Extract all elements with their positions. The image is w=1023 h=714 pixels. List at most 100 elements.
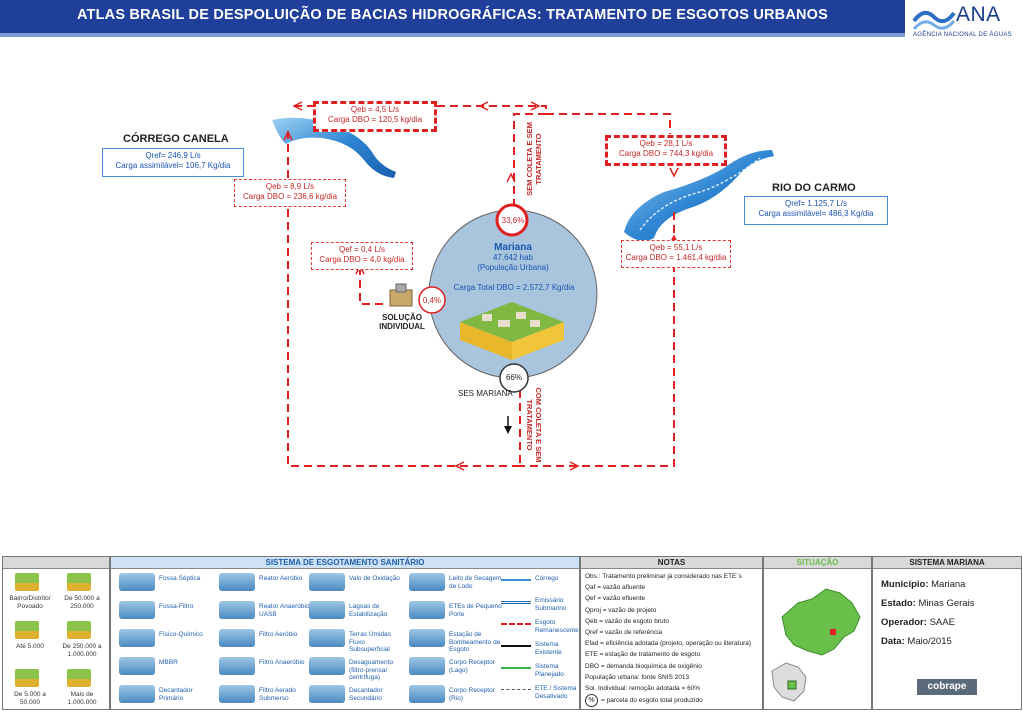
city-pop-type: (População Urbana) bbox=[477, 263, 549, 272]
municipio-value: Mariana bbox=[931, 579, 966, 590]
line-style-icon bbox=[501, 689, 531, 690]
nota-text: Sol. Individual: remoção adotada = 60% bbox=[585, 685, 701, 693]
treatment-unit-icon bbox=[409, 573, 445, 591]
nota-text: Qaf = vazão afluente bbox=[585, 584, 646, 592]
individual-flow-box: Qef = 0,4 L/s Carga DBO = 4,0 kg/dia bbox=[311, 242, 413, 270]
estado-value: Minas Gerais bbox=[918, 598, 975, 609]
nota-line: Efad = eficiência adotada (projeto, oper… bbox=[585, 638, 758, 649]
notas-list: Obs.: Tratamento preliminar já considera… bbox=[581, 569, 762, 709]
line-style-label: ETE / Sistema Desativado bbox=[535, 685, 577, 700]
nota-line: Qref = vazão de referência bbox=[585, 627, 758, 638]
cobrape-logo: cobrape bbox=[917, 679, 977, 695]
population-label: De 50.000 a 250.000 bbox=[64, 595, 100, 610]
flow-right-down bbox=[520, 212, 675, 467]
treatment-unit-label: Valo de Oxidação bbox=[349, 575, 400, 582]
top-left-qeb: Qeb = 4,5 L/s bbox=[350, 105, 400, 114]
population-icon bbox=[67, 621, 91, 639]
nota-line: Qef = vazão efluente bbox=[585, 593, 758, 604]
right-flow-box: Qeb = 55,1 L/s Carga DBO = 1.461,4 kg/di… bbox=[621, 240, 731, 268]
situacao-head: SITUAÇÃO bbox=[764, 557, 871, 569]
nota-text: DBO = demanda bioquímica de oxigênio bbox=[585, 662, 702, 670]
pct-symbol-icon: % bbox=[585, 694, 598, 708]
treatment-unit-icon bbox=[219, 601, 255, 619]
treatment-unit-icon bbox=[119, 601, 155, 619]
river-right-info: Qref= 1.125,7 L/s Carga assimilável= 486… bbox=[744, 196, 888, 225]
treatment-unit-label: Lagoas de Estabilização bbox=[349, 603, 388, 618]
estado-row: Estado: Minas Gerais bbox=[873, 594, 1021, 613]
flow-bottom bbox=[287, 130, 520, 467]
treatment-unit-icon bbox=[119, 573, 155, 591]
data-value: Maio/2015 bbox=[907, 636, 952, 647]
nota-line: ETE = estação de tratamento de esgoto bbox=[585, 649, 758, 660]
treatment-unit-icon bbox=[119, 685, 155, 703]
population-icon bbox=[15, 573, 39, 591]
header-bar bbox=[0, 0, 905, 37]
treatment-unit-label: Estação de Bombeamento de Esgoto bbox=[449, 631, 501, 653]
treatment-unit-label: Físico-Químico bbox=[159, 631, 203, 638]
ana-wave-icon bbox=[912, 10, 956, 30]
river-corrego-canela bbox=[272, 117, 396, 178]
nota-text: Qproj = vazão de projeto bbox=[585, 606, 657, 614]
treatment-unit-icon bbox=[219, 685, 255, 703]
population-label: Mais de 1.000.000 bbox=[67, 691, 97, 706]
river-left-title: CÓRREGO CANELA bbox=[123, 133, 229, 145]
treatment-unit-icon bbox=[219, 573, 255, 591]
nota-line: DBO = demanda bioquímica de oxigênio bbox=[585, 661, 758, 672]
left-qeb: Qeb = 8,9 L/s bbox=[265, 182, 315, 191]
river-rio-do-carmo bbox=[624, 150, 774, 241]
line-style-icon bbox=[501, 623, 531, 625]
line-style-label: Córrego bbox=[535, 575, 559, 582]
treatment-unit-label: Reator Anaeróbio / UASB bbox=[259, 603, 314, 618]
population-icon bbox=[67, 669, 91, 687]
left-flow-box: Qeb = 8,9 L/s Carga DBO = 236,6 kg/dia bbox=[234, 179, 346, 207]
treatment-unit-icon bbox=[309, 685, 345, 703]
population-icon bbox=[67, 573, 91, 591]
nota-text: Efad = eficiência adotada (projeto, oper… bbox=[585, 640, 752, 648]
nota-line: Sol. Individual: remoção adotada = 60% bbox=[585, 683, 758, 694]
nota-line: %= parcela do esgoto total produzido bbox=[585, 694, 758, 708]
header: ATLAS BRASIL DE DESPOLUIÇÃO DE BACIAS HI… bbox=[0, 0, 1023, 42]
treatment-unit-icon bbox=[409, 601, 445, 619]
nota-text: Qeb = vazão de esgoto bruto bbox=[585, 617, 670, 625]
top-right-flow-box: Qeb = 28,1 L/s Carga DBO = 744,3 kg/dia bbox=[605, 135, 727, 166]
nota-text: População urbana: fonte SNIS 2013 bbox=[585, 673, 690, 681]
situacao-map bbox=[771, 588, 861, 702]
treatment-unit-icon bbox=[309, 657, 345, 675]
sistema-mariana-head: SISTEMA MARIANA bbox=[873, 557, 1021, 569]
treatment-unit-label: Corpo Receptor (Rio) bbox=[449, 687, 495, 702]
line-style-icon bbox=[501, 601, 531, 604]
pct-individual: 0,4% bbox=[422, 296, 442, 305]
treatment-unit-label: Fossa-Filtro bbox=[159, 603, 194, 610]
treatment-unit-icon bbox=[409, 657, 445, 675]
left-carga: Carga DBO = 236,6 kg/dia bbox=[242, 192, 338, 201]
city-carga-total: Carga Total DBO = 2.572,7 Kg/dia bbox=[453, 283, 575, 292]
treatment-unit-icon bbox=[219, 629, 255, 647]
notas-panel: NOTAS Obs.: Tratamento preliminar já con… bbox=[580, 556, 763, 710]
treatment-unit-label: Terras Úmidas Fluxo Subsuperficial bbox=[349, 631, 391, 653]
nota-line: Qeb = vazão de esgoto bruto bbox=[585, 616, 758, 627]
nota-line: População urbana: fonte SNIS 2013 bbox=[585, 672, 758, 683]
individual-carga: Carga DBO = 4,0 kg/dia bbox=[319, 255, 405, 264]
river-right-qref: Qref= 1.125,7 L/s bbox=[784, 199, 848, 208]
sistema-mariana-panel: SISTEMA MARIANA Município: Mariana Estad… bbox=[872, 556, 1022, 710]
sem-coleta-label: SEM COLETA E SEM TRATAMENTO bbox=[525, 122, 543, 196]
operador-row: Operador: SAAE bbox=[873, 613, 1021, 632]
estado-label: Estado: bbox=[881, 598, 916, 609]
treatment-unit-label: Leito de Secagem de Lodo bbox=[449, 575, 502, 590]
population-icon bbox=[15, 669, 39, 687]
nota-text: Qef = vazão efluente bbox=[585, 595, 646, 603]
situacao-panel: SITUAÇÃO bbox=[763, 556, 872, 710]
municipio-marker bbox=[830, 629, 836, 635]
treatment-unit-icon bbox=[309, 601, 345, 619]
pct-sem-coleta: 33,6% bbox=[501, 216, 525, 225]
treatment-unit-icon bbox=[119, 629, 155, 647]
pct-com-coleta: 66% bbox=[505, 373, 522, 382]
treatment-unit-label: Filtro Anaeróbio bbox=[259, 659, 305, 666]
line-style-label: Esgoto Remanescente bbox=[535, 619, 579, 634]
treatment-unit-icon bbox=[309, 573, 345, 591]
data-row: Data: Maio/2015 bbox=[873, 632, 1021, 651]
population-label: De 250.000 a 1.000.000 bbox=[62, 643, 102, 658]
population-label: Até 5.000 bbox=[16, 643, 44, 650]
city-pop: 47.642 hab bbox=[492, 253, 534, 262]
